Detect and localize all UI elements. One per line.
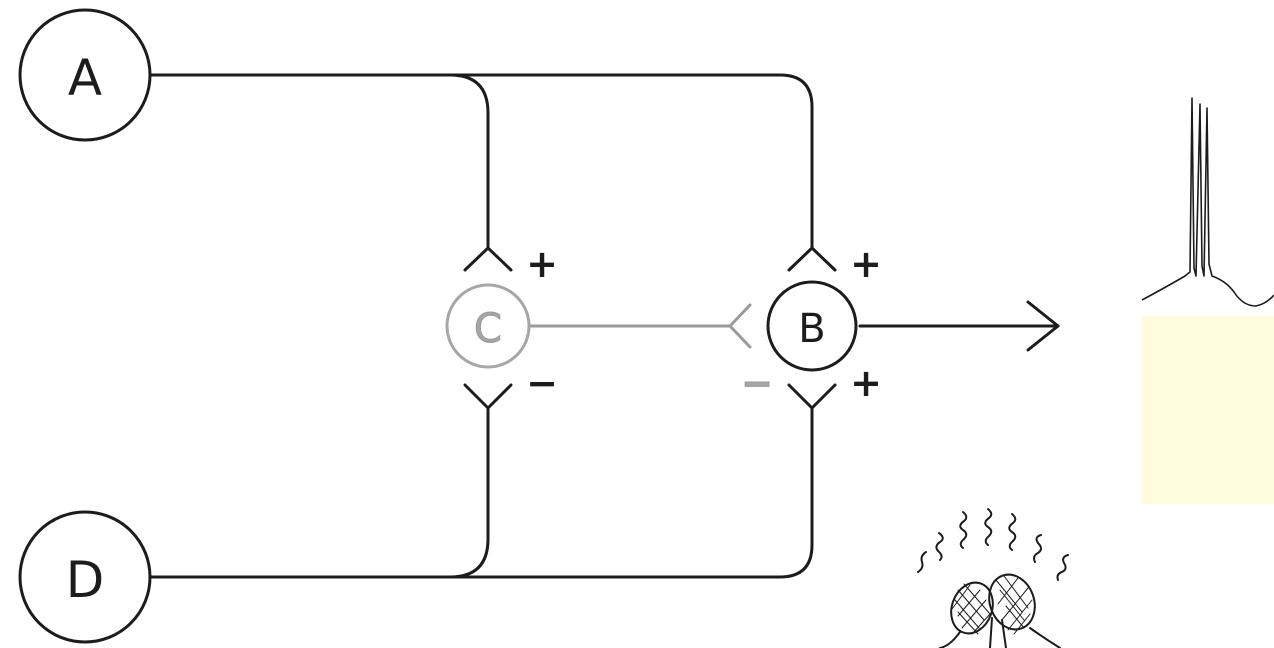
spike-trace-icon — [1141, 97, 1274, 307]
node-a-label: A — [68, 49, 102, 107]
sign-c-bottom: − — [526, 361, 558, 405]
node-c: C — [445, 283, 531, 369]
synapse-a-b — [787, 246, 837, 272]
synapse-a-c — [463, 246, 513, 272]
output-arrow-icon — [1026, 300, 1060, 352]
wire-d-to-c — [148, 406, 490, 579]
synapse-d-b — [787, 383, 837, 410]
node-d: D — [18, 510, 152, 644]
wire-a-to-c — [148, 73, 490, 250]
synapse-c-b — [728, 303, 752, 349]
node-b: B — [766, 280, 858, 372]
sign-b-top: + — [850, 242, 882, 286]
wire-a-to-b — [448, 73, 814, 250]
sign-c-top: + — [526, 242, 558, 286]
node-a: A — [18, 8, 152, 142]
node-c-label: C — [474, 306, 502, 352]
synapse-d-c — [463, 383, 513, 410]
sign-b-bottom: + — [850, 361, 882, 405]
node-b-label: B — [798, 306, 825, 352]
wire-d-to-b — [448, 406, 814, 579]
sign-b-left: − — [741, 361, 773, 405]
response-panel — [1142, 316, 1274, 504]
fly-icon — [917, 508, 1069, 648]
node-d-label: D — [66, 551, 105, 609]
